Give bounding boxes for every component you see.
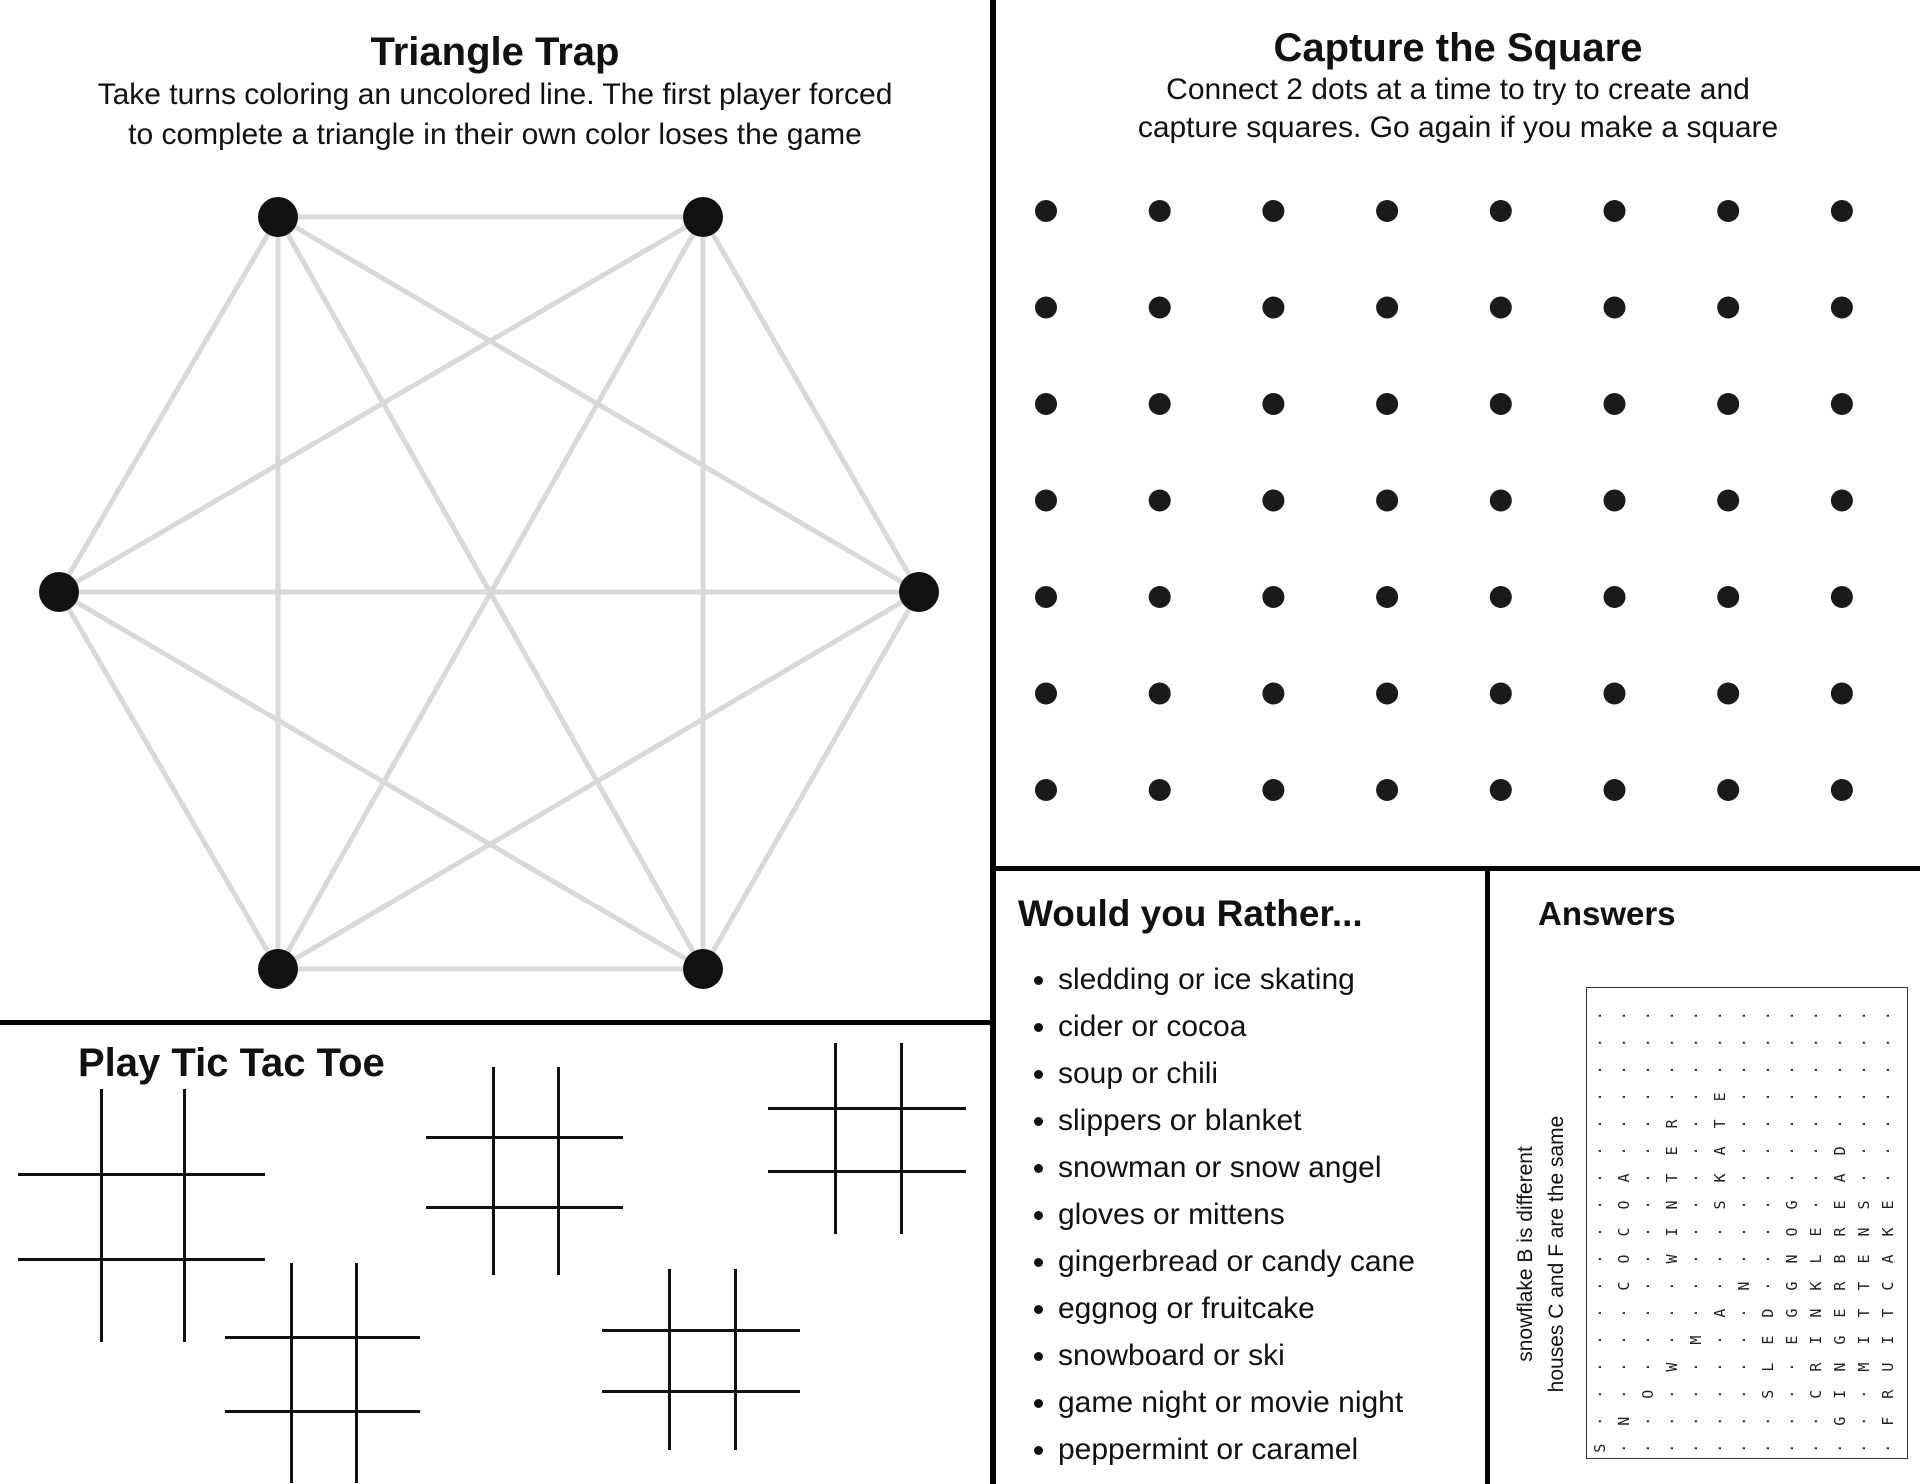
- tic-tac-toe-grid-line: [602, 1329, 800, 1333]
- tic-tac-toe-grid-line: [734, 1269, 737, 1450]
- would-you-rather-item: cider or cocoa: [1058, 1010, 1415, 1044]
- would-you-rather-list: sledding or ice skating cider or cocoa sou…: [1058, 963, 1415, 1480]
- tic-tac-toe-grid-line: [668, 1269, 671, 1450]
- tic-tac-toe-grid-line: [290, 1263, 293, 1483]
- would-you-rather-item: gloves or mittens: [1058, 1198, 1415, 1232]
- tic-tac-toe-grid[interactable]: [426, 1067, 623, 1275]
- answers-note-line1: snowflake B is different: [1514, 1145, 1537, 1362]
- triangle-trap-title: Triangle Trap: [370, 30, 620, 74]
- would-you-rather-item: eggnog or fruitcake: [1058, 1292, 1415, 1326]
- triangle-trap-board[interactable]: [0, 0, 990, 1020]
- would-you-rather-item: peppermint or caramel: [1058, 1433, 1415, 1467]
- would-you-rather-item: soup or chili: [1058, 1057, 1415, 1091]
- tic-tac-toe-grid-line: [834, 1043, 837, 1234]
- answers-note: snowflake B is different houses C and F …: [1504, 1081, 1582, 1426]
- answers-panel: Answers snowflake B is different houses …: [1490, 871, 1920, 1484]
- would-you-rather-item: slippers or blanket: [1058, 1104, 1415, 1138]
- would-you-rather-item: snowboard or ski: [1058, 1339, 1415, 1373]
- would-you-rather-item: gingerbread or candy cane: [1058, 1245, 1415, 1279]
- would-you-rather-panel: Would you Rather... sledding or ice skat…: [996, 871, 1485, 1484]
- word-search-answer-grid: S················ ·N····COCOA······ ··O·…: [1591, 993, 1897, 1453]
- tic-tac-toe-grid-line: [557, 1067, 561, 1275]
- would-you-rather-title: Would you Rather...: [1018, 893, 1363, 934]
- tic-tac-toe-grid[interactable]: [768, 1043, 966, 1234]
- tic-tac-toe-grid-line: [768, 1170, 966, 1174]
- triangle-trap-panel: Triangle Trap Take turns coloring an unc…: [0, 0, 990, 1020]
- tic-tac-toe-grid-line: [355, 1263, 358, 1483]
- tic-tac-toe-grid-line: [900, 1043, 903, 1234]
- tic-tac-toe-title: Play Tic Tac Toe: [78, 1041, 385, 1085]
- tic-tac-toe-grid-line: [602, 1389, 800, 1393]
- tic-tac-toe-grid-line: [100, 1089, 104, 1342]
- tic-tac-toe-grid-line: [18, 1173, 265, 1177]
- would-you-rather-item: game night or movie night: [1058, 1386, 1415, 1420]
- divider-horizontal-left: [0, 1020, 996, 1025]
- divider-vertical-main: [990, 0, 996, 1484]
- answers-title: Answers: [1538, 895, 1676, 932]
- capture-square-instructions-line2: capture squares. Go again if you make a …: [1137, 111, 1779, 144]
- tic-tac-toe-grid-line: [225, 1409, 420, 1413]
- tic-tac-toe-grid-line: [182, 1089, 186, 1342]
- divider-horizontal-right: [990, 866, 1920, 871]
- tic-tac-toe-grid[interactable]: [225, 1263, 420, 1483]
- tic-tac-toe-grid-line: [18, 1257, 265, 1261]
- capture-square-title: Capture the Square: [1273, 26, 1643, 70]
- answers-note-line2: houses C and F are the same: [1545, 1115, 1568, 1392]
- tic-tac-toe-grid-line: [225, 1336, 420, 1340]
- tic-tac-toe-grid[interactable]: [602, 1269, 800, 1450]
- divider-vertical-right: [1485, 866, 1490, 1484]
- would-you-rather-item: snowman or snow angel: [1058, 1151, 1415, 1185]
- capture-square-dot-grid[interactable]: [996, 0, 1920, 866]
- tic-tac-toe-panel: Play Tic Tac Toe: [0, 1025, 996, 1484]
- tic-tac-toe-grid-line: [491, 1067, 495, 1275]
- triangle-trap-instructions-line1: Take turns coloring an uncolored line. T…: [97, 78, 893, 111]
- would-you-rather-item: sledding or ice skating: [1058, 963, 1415, 997]
- tic-tac-toe-grid[interactable]: [18, 1089, 265, 1342]
- capture-the-square-panel: Capture the Square Connect 2 dots at a t…: [996, 0, 1920, 866]
- word-search-answer-box: S················ ·N····COCOA······ ··O·…: [1586, 987, 1908, 1459]
- capture-square-instructions-line1: Connect 2 dots at a time to try to creat…: [1166, 73, 1750, 106]
- triangle-trap-instructions-line2: to complete a triangle in their own colo…: [128, 118, 862, 151]
- tic-tac-toe-grid-line: [426, 1205, 623, 1209]
- tic-tac-toe-grid-line: [426, 1136, 623, 1140]
- tic-tac-toe-grid-line: [768, 1106, 966, 1110]
